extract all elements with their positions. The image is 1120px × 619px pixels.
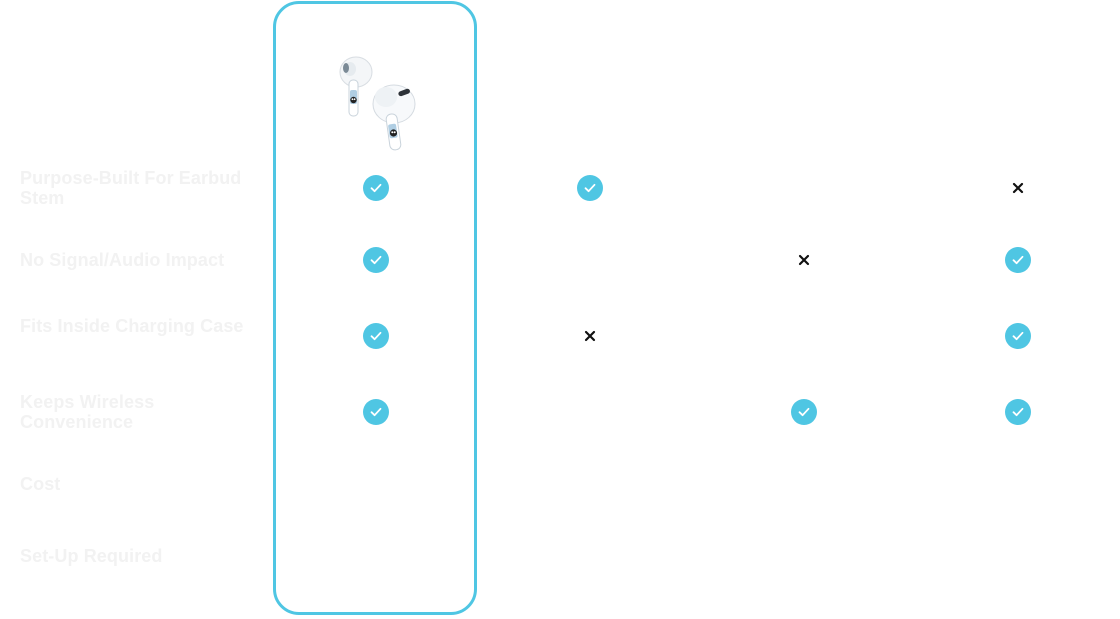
row-label-no-signal-impact: No Signal/Audio Impact bbox=[20, 250, 225, 270]
earbuds-product-image bbox=[339, 56, 416, 151]
row-label-fits-charging-case: Fits Inside Charging Case bbox=[20, 316, 244, 336]
check-icon bbox=[362, 246, 390, 274]
row-label-cost: Cost bbox=[20, 474, 61, 494]
cross-icon bbox=[790, 246, 818, 274]
check-icon bbox=[1004, 322, 1032, 350]
check-icon bbox=[362, 174, 390, 202]
check-icon bbox=[576, 174, 604, 202]
row-label-wireless-convenience: Keeps Wireless Convenience bbox=[20, 392, 155, 432]
cross-icon bbox=[576, 322, 604, 350]
row-label-setup-required: Set-Up Required bbox=[20, 546, 163, 566]
check-icon bbox=[790, 398, 818, 426]
check-icon bbox=[1004, 246, 1032, 274]
row-label-purpose-built: Purpose-Built For Earbud Stem bbox=[20, 168, 242, 208]
check-icon bbox=[362, 322, 390, 350]
check-icon bbox=[362, 398, 390, 426]
check-icon bbox=[1004, 398, 1032, 426]
cross-icon bbox=[1004, 174, 1032, 202]
